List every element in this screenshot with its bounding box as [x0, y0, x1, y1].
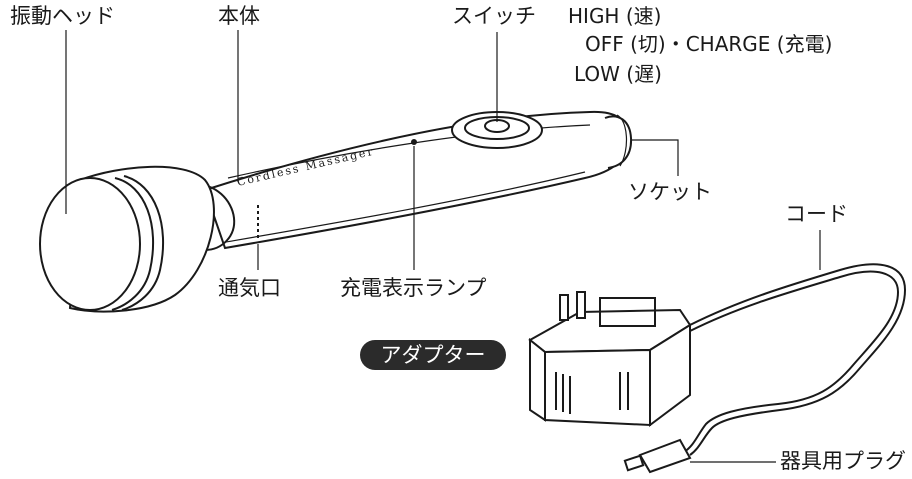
vibration-head	[39, 165, 215, 313]
label-vibration-head: 振動ヘッド	[10, 4, 115, 28]
appliance-plug	[623, 438, 692, 474]
label-vent: 通気口	[218, 276, 281, 300]
label-charge-lamp: 充電表示ランプ	[340, 276, 487, 300]
label-cord: コード	[785, 202, 848, 226]
label-body: 本体	[218, 4, 260, 28]
label-off-charge: OFF (切)・CHARGE (充電)	[585, 32, 833, 56]
leader-lines	[65, 30, 821, 463]
massager-body	[194, 110, 630, 251]
label-low: LOW (遅)	[574, 62, 662, 86]
socket	[604, 114, 633, 169]
label-high: HIGH (速)	[568, 4, 662, 28]
adapter	[528, 291, 692, 427]
label-appliance-plug: 器具用プラグ	[780, 449, 906, 473]
switch	[451, 111, 543, 149]
charge-lamp-dot	[411, 139, 417, 145]
label-socket: ソケット	[628, 180, 712, 204]
label-adapter-badge: アダプター	[360, 340, 506, 370]
label-switch: スイッチ	[452, 4, 536, 28]
cord	[683, 263, 907, 456]
